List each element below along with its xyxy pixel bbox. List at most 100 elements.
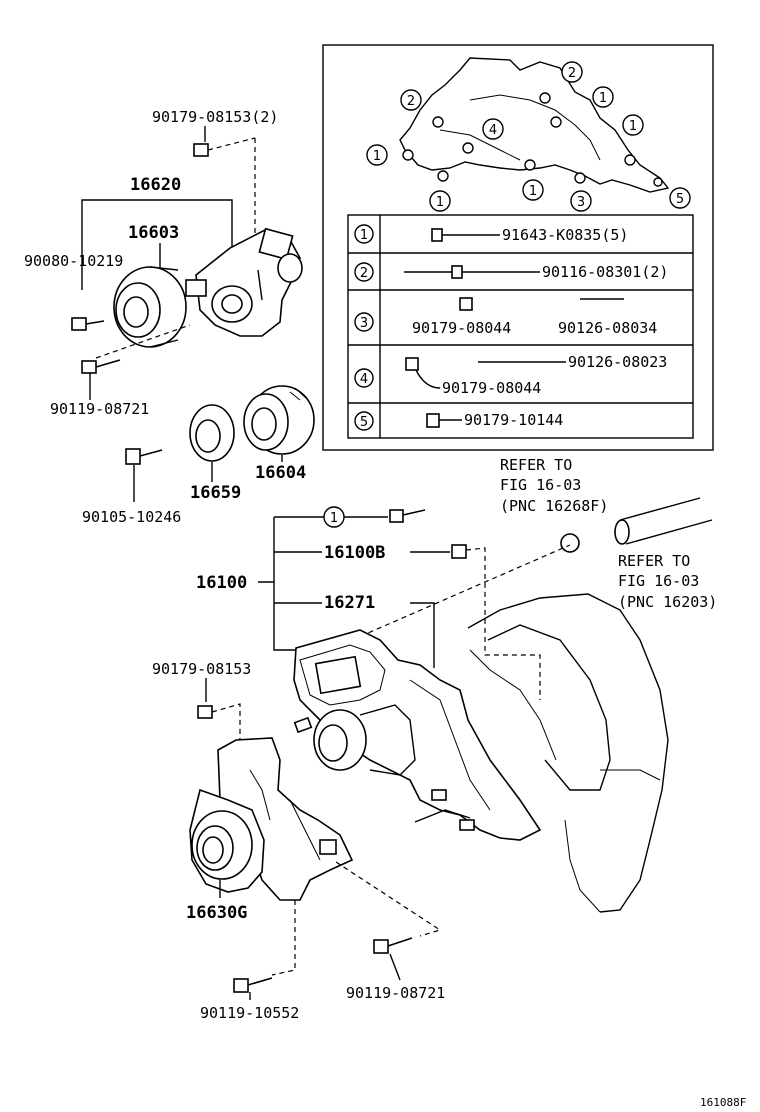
svg-text:1: 1 bbox=[599, 91, 607, 106]
svg-text:5: 5 bbox=[360, 415, 368, 430]
nut-icon bbox=[197, 705, 213, 719]
bolt-hole bbox=[550, 116, 562, 128]
figure-code: 161088F bbox=[700, 1096, 746, 1109]
bolt-head-icon bbox=[373, 939, 389, 954]
label-90119-10552: 90119-10552 bbox=[200, 1004, 299, 1022]
svg-text:3: 3 bbox=[577, 195, 585, 210]
svg-text:90126-08034: 90126-08034 bbox=[558, 319, 657, 337]
svg-text:(PNC 16203): (PNC 16203) bbox=[618, 593, 717, 611]
coolant-hose bbox=[614, 497, 713, 545]
inset-marker: 1 bbox=[366, 144, 388, 166]
legend-row-3: 3 90179-08044 90126-08034 bbox=[354, 297, 657, 337]
svg-text:FIG 16-03: FIG 16-03 bbox=[618, 572, 699, 590]
bolt-hole bbox=[402, 149, 414, 161]
nut-icon bbox=[459, 297, 473, 311]
label-90119-08721-b: 90119-08721 bbox=[346, 984, 445, 1002]
svg-text:1: 1 bbox=[436, 195, 444, 210]
bolt-head-icon bbox=[431, 228, 443, 242]
nut-icon bbox=[405, 357, 419, 371]
svg-text:90116-08301(2): 90116-08301(2) bbox=[542, 263, 668, 281]
inset-marker: 2 bbox=[400, 89, 422, 111]
pump-bolt-stub bbox=[414, 809, 471, 823]
label-16620: 16620 bbox=[130, 175, 181, 195]
bolt-head-icon bbox=[389, 509, 404, 523]
svg-text:4: 4 bbox=[360, 372, 368, 387]
label-16100b: 16100B bbox=[324, 543, 385, 563]
legend-row-2: 2 90116-08301(2) bbox=[354, 262, 668, 282]
svg-text:90179-10144: 90179-10144 bbox=[464, 411, 563, 429]
plug-icon bbox=[451, 544, 467, 559]
bolt-90080-10219 bbox=[71, 317, 105, 331]
label-90179-08153-2: 90179-08153(2) bbox=[152, 108, 278, 126]
svg-text:1: 1 bbox=[330, 511, 338, 526]
svg-text:(PNC 16268F): (PNC 16268F) bbox=[500, 497, 608, 515]
svg-text:90179-08044: 90179-08044 bbox=[412, 319, 511, 337]
marker-16100: 1 bbox=[323, 506, 345, 528]
legend-row-4: 4 90126-08023 90179-08044 bbox=[354, 353, 667, 397]
svg-text:91643-K0835(5): 91643-K0835(5) bbox=[502, 226, 628, 244]
legend-row-1: 1 91643-K0835(5) bbox=[354, 224, 628, 244]
svg-text:REFER TO: REFER TO bbox=[500, 456, 572, 474]
refer-note-16203: REFER TO FIG 16-03 (PNC 16203) bbox=[618, 552, 717, 611]
bolt-hole bbox=[437, 170, 449, 182]
label-90105-10246: 90105-10246 bbox=[82, 508, 181, 526]
svg-text:FIG 16-03: FIG 16-03 bbox=[500, 476, 581, 494]
svg-text:4: 4 bbox=[489, 123, 497, 138]
svg-text:3: 3 bbox=[360, 316, 368, 331]
bolt-hole bbox=[524, 159, 536, 171]
svg-text:1: 1 bbox=[373, 149, 381, 164]
cover-inner-line-2 bbox=[439, 129, 521, 161]
inset-marker: 1 bbox=[592, 86, 614, 108]
bolt-hole bbox=[653, 177, 663, 187]
label-90119-08721-a: 90119-08721 bbox=[50, 400, 149, 418]
timing-cover-outline bbox=[399, 57, 670, 193]
legend-row-5: 5 90179-10144 bbox=[354, 411, 563, 431]
label-16630g: 16630G bbox=[186, 903, 247, 923]
idler-pulley-16604 bbox=[243, 385, 315, 455]
bolt-hole bbox=[539, 92, 551, 104]
bolt-hole bbox=[432, 116, 444, 128]
svg-text:REFER TO: REFER TO bbox=[618, 552, 690, 570]
label-16100: 16100 bbox=[196, 573, 247, 593]
svg-text:5: 5 bbox=[676, 192, 684, 207]
inset-border bbox=[322, 44, 714, 451]
label-16603: 16603 bbox=[128, 223, 179, 243]
pulley-cover-16659 bbox=[189, 404, 235, 462]
idler-pulley-16603 bbox=[113, 266, 187, 348]
svg-text:90126-08023: 90126-08023 bbox=[568, 353, 667, 371]
bolt-hole bbox=[462, 142, 474, 154]
label-90080-10219: 90080-10219 bbox=[24, 252, 123, 270]
label-16604: 16604 bbox=[255, 463, 306, 483]
inset-marker: 5 bbox=[669, 187, 691, 209]
bolt-head-icon bbox=[233, 978, 249, 993]
inset-marker: 4 bbox=[482, 118, 504, 140]
svg-text:1: 1 bbox=[629, 119, 637, 134]
svg-text:2: 2 bbox=[360, 266, 368, 281]
label-16659: 16659 bbox=[190, 483, 241, 503]
engine-block-outline bbox=[467, 593, 669, 913]
bracket-16630g bbox=[189, 737, 354, 901]
bolt-90105-10246 bbox=[125, 448, 163, 465]
svg-text:1: 1 bbox=[360, 228, 368, 243]
label-16271: 16271 bbox=[324, 593, 375, 613]
bolt-hole bbox=[574, 172, 586, 184]
inset-panel: 2 2 1 1 4 1 1 1 3 5 1 91643-K0835(5) bbox=[322, 44, 714, 451]
inset-marker: 1 bbox=[522, 179, 544, 201]
nut-icon bbox=[193, 143, 209, 157]
nut-icon bbox=[451, 265, 463, 279]
bolt-head-icon bbox=[81, 360, 97, 374]
inset-marker: 3 bbox=[570, 190, 592, 212]
bolt-hole bbox=[624, 154, 636, 166]
inset-marker: 1 bbox=[622, 114, 644, 136]
svg-text:2: 2 bbox=[568, 66, 576, 81]
svg-text:90179-08044: 90179-08044 bbox=[442, 379, 541, 397]
svg-text:2: 2 bbox=[407, 94, 415, 109]
tensioner-assembly-16620 bbox=[185, 227, 303, 337]
fastener-legend-table: 1 91643-K0835(5) 2 90116-08301(2) 3 9017… bbox=[347, 214, 694, 439]
label-90179-08153: 90179-08153 bbox=[152, 660, 251, 678]
water-pump-16100 bbox=[293, 629, 542, 841]
svg-text:1: 1 bbox=[529, 184, 537, 199]
refer-note-16268f: REFER TO FIG 16-03 (PNC 16268F) bbox=[500, 456, 608, 515]
cover-inner-line bbox=[469, 94, 601, 161]
